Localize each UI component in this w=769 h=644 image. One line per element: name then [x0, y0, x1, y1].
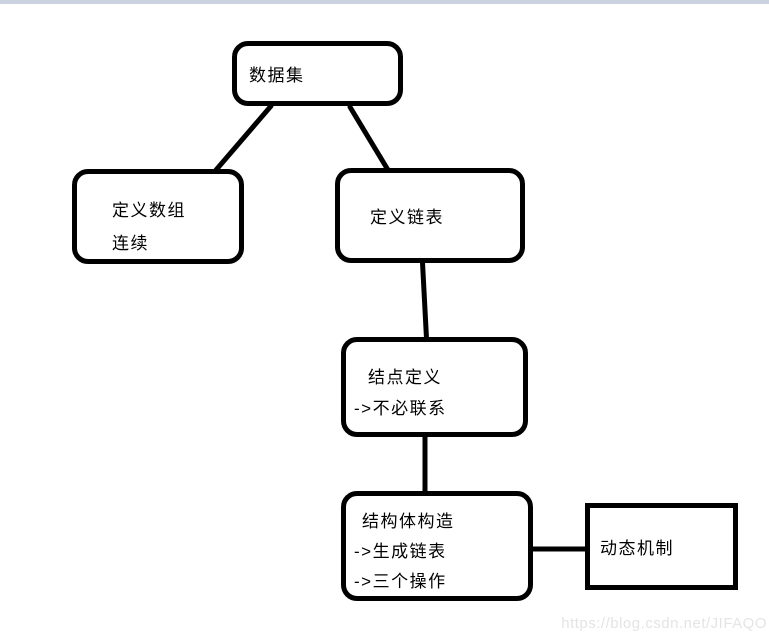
node-node-definition: 结点定义 ->不必联系	[341, 337, 528, 437]
node-label: 连续	[112, 234, 149, 253]
node-label: 结点定义	[368, 368, 442, 387]
top-strip	[0, 0, 769, 4]
connector-dataset-array	[213, 103, 274, 173]
node-label: 数据集	[249, 66, 305, 85]
node-label: 动态机制	[600, 539, 674, 558]
node-label: 定义链表	[370, 208, 444, 227]
csdn-watermark: https://blog.csdn.net/JIFAQO	[561, 615, 767, 632]
node-label: ->三个操作	[354, 572, 447, 591]
node-label: ->生成链表	[354, 542, 447, 561]
node-label: 结构体构造	[362, 512, 455, 531]
connector-linkedlist-node	[419, 250, 430, 351]
node-define-array: 定义数组 连续	[72, 169, 244, 264]
node-define-linkedlist: 定义链表	[335, 168, 525, 263]
node-label: 定义数组	[112, 201, 186, 220]
node-dataset: 数据集	[232, 41, 403, 106]
connector-dataset-linkedlist	[347, 104, 391, 173]
node-dynamic-mechanism: 动态机制	[585, 503, 738, 590]
node-struct-construction: 结构体构造 ->生成链表 ->三个操作	[341, 491, 533, 601]
node-label: ->不必联系	[354, 399, 447, 418]
